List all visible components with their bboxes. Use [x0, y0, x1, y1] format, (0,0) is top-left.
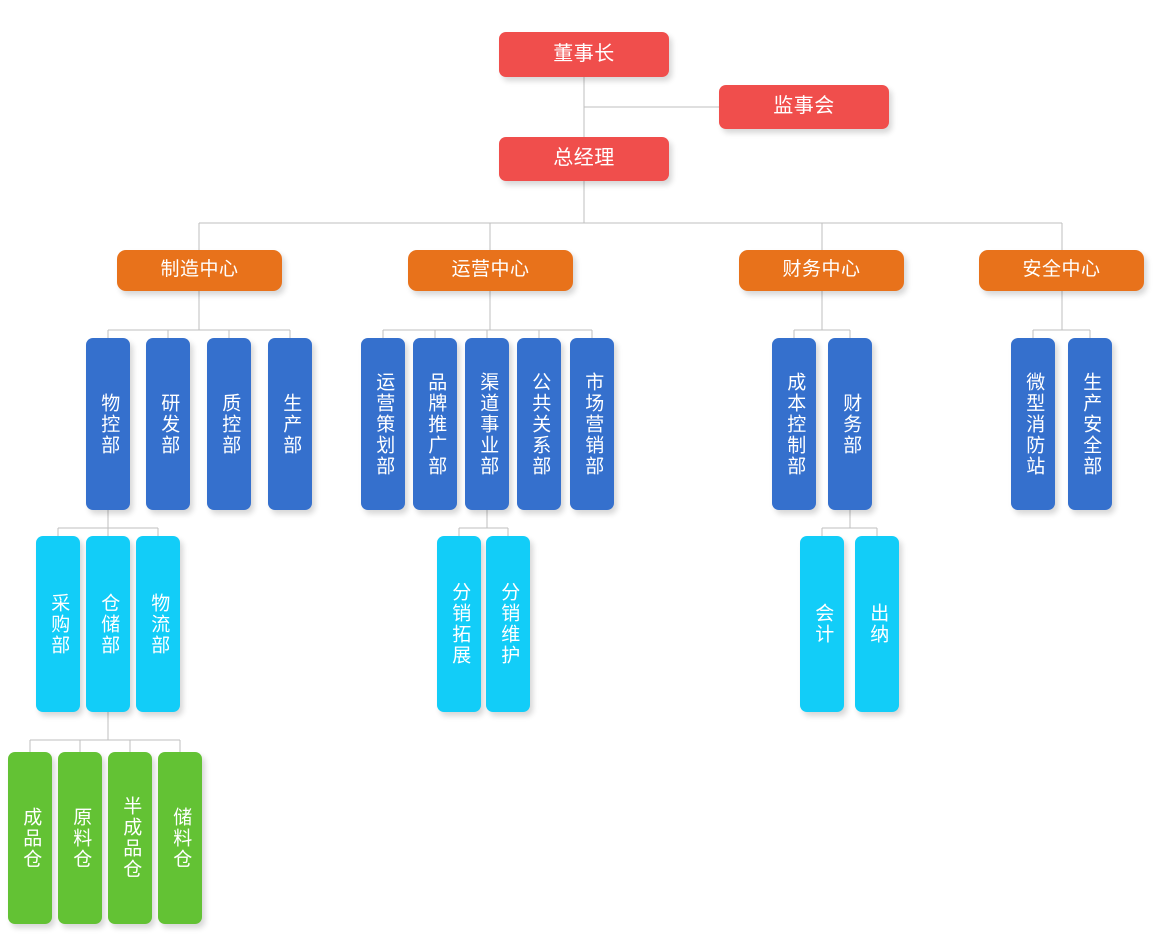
node-sub-cashier[interactable]: 出纳: [855, 536, 899, 712]
node-warehouse-raw-material[interactable]: 原料仓: [58, 752, 102, 924]
node-chairman[interactable]: 董事长: [499, 32, 669, 77]
node-center-manufacturing[interactable]: 制造中心: [117, 250, 282, 291]
node-center-operations-label: 运营中心: [451, 259, 530, 281]
node-sub-distribution-maintenance-label: 分销维护: [498, 582, 520, 666]
node-dept-material-control-label: 物控部: [98, 392, 120, 456]
node-warehouse-finished-goods[interactable]: 成品仓: [8, 752, 52, 924]
node-dept-finance[interactable]: 财务部: [828, 338, 872, 510]
node-dept-channel-business-label: 渠道事业部: [477, 371, 499, 477]
node-center-finance-label: 财务中心: [782, 259, 861, 281]
node-warehouse-storage-material-label: 储料仓: [170, 806, 192, 870]
node-supervisory-board[interactable]: 监事会: [719, 85, 889, 129]
node-sub-purchasing[interactable]: 采购部: [36, 536, 80, 712]
node-dept-brand-promotion[interactable]: 品牌推广部: [413, 338, 457, 510]
node-dept-production-safety[interactable]: 生产安全部: [1068, 338, 1112, 510]
node-dept-micro-fire-station-label: 微型消防站: [1023, 371, 1045, 477]
node-sub-purchasing-label: 采购部: [48, 592, 70, 656]
node-dept-cost-control[interactable]: 成本控制部: [772, 338, 816, 510]
node-dept-material-control[interactable]: 物控部: [86, 338, 130, 510]
node-sub-distribution-expansion[interactable]: 分销拓展: [437, 536, 481, 712]
node-chairman-label: 董事长: [553, 42, 615, 65]
node-dept-public-relations[interactable]: 公共关系部: [517, 338, 561, 510]
node-dept-finance-label: 财务部: [840, 392, 862, 456]
node-center-manufacturing-label: 制造中心: [160, 259, 239, 281]
node-dept-rd-label: 研发部: [158, 392, 180, 456]
node-center-safety[interactable]: 安全中心: [979, 250, 1144, 291]
node-warehouse-finished-goods-label: 成品仓: [20, 806, 42, 870]
node-sub-accounting[interactable]: 会计: [800, 536, 844, 712]
node-general-manager[interactable]: 总经理: [499, 137, 669, 181]
node-center-safety-label: 安全中心: [1022, 259, 1101, 281]
node-sub-distribution-expansion-label: 分销拓展: [449, 582, 471, 666]
node-sub-logistics-label: 物流部: [148, 592, 170, 656]
node-dept-quality-control[interactable]: 质控部: [207, 338, 251, 510]
node-dept-channel-business[interactable]: 渠道事业部: [465, 338, 509, 510]
node-general-manager-label: 总经理: [553, 147, 615, 170]
node-warehouse-raw-material-label: 原料仓: [70, 806, 92, 870]
node-supervisory-board-label: 监事会: [773, 95, 835, 118]
node-sub-logistics[interactable]: 物流部: [136, 536, 180, 712]
node-dept-quality-control-label: 质控部: [219, 392, 241, 456]
node-dept-production-safety-label: 生产安全部: [1080, 371, 1102, 477]
node-warehouse-semi-finished-label: 半成品仓: [120, 796, 142, 880]
node-dept-production[interactable]: 生产部: [268, 338, 312, 510]
node-dept-brand-promotion-label: 品牌推广部: [425, 371, 447, 477]
node-dept-rd[interactable]: 研发部: [146, 338, 190, 510]
node-sub-distribution-maintenance[interactable]: 分销维护: [486, 536, 530, 712]
node-dept-production-label: 生产部: [280, 392, 302, 456]
node-dept-cost-control-label: 成本控制部: [784, 371, 806, 477]
node-dept-operations-planning-label: 运营策划部: [373, 371, 395, 477]
node-sub-warehousing-label: 仓储部: [98, 592, 120, 656]
node-warehouse-semi-finished[interactable]: 半成品仓: [108, 752, 152, 924]
node-dept-public-relations-label: 公共关系部: [529, 371, 551, 477]
node-center-finance[interactable]: 财务中心: [739, 250, 904, 291]
node-dept-operations-planning[interactable]: 运营策划部: [361, 338, 405, 510]
node-center-operations[interactable]: 运营中心: [408, 250, 573, 291]
node-dept-marketing[interactable]: 市场营销部: [570, 338, 614, 510]
node-warehouse-storage-material[interactable]: 储料仓: [158, 752, 202, 924]
node-sub-warehousing[interactable]: 仓储部: [86, 536, 130, 712]
node-sub-accounting-label: 会计: [812, 603, 834, 645]
node-sub-cashier-label: 出纳: [867, 603, 889, 645]
node-dept-marketing-label: 市场营销部: [582, 371, 604, 477]
node-dept-micro-fire-station[interactable]: 微型消防站: [1011, 338, 1055, 510]
